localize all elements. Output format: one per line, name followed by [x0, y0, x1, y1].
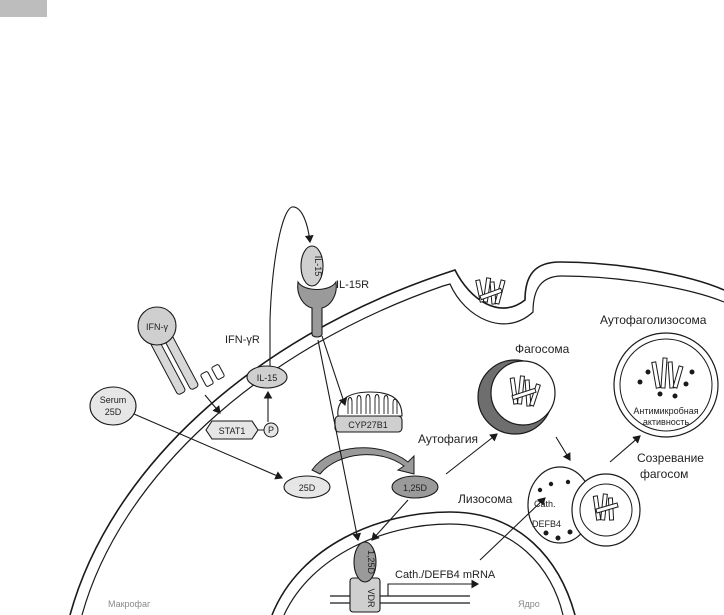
serum-25d-node: Serum 25D [89, 386, 137, 426]
ifn-gamma-receptor [149, 331, 225, 395]
nucleus-membrane-inner [283, 523, 564, 615]
il15-vesicle-label: IL-15 [257, 373, 278, 383]
corner-tab [0, 0, 47, 17]
vdr-ligand: 1,25D [353, 541, 377, 583]
serum-label-line1: Serum [100, 395, 127, 405]
vitamin-d-125d: 1,25D [391, 475, 439, 499]
arrow-il15-secretion [269, 206, 314, 366]
cath-label: Cath. [534, 499, 556, 509]
cell-membrane-inner [81, 275, 724, 615]
vitamin-d-25d: 25D [283, 475, 331, 499]
arrow-receptor-to-stat1 [204, 394, 221, 414]
ifn-gamma-r-label: IFN-γR [225, 334, 260, 346]
autophagolysosome-label: Аутофаголизосома [600, 313, 707, 327]
phagosome [477, 359, 556, 435]
autophagy-label: Аутофагия [418, 432, 478, 446]
cyp27b1-label: CYP27B1 [348, 420, 388, 430]
vdr-label: VDR [366, 588, 376, 608]
arrow-il15r-to-cyp27b1 [321, 335, 348, 407]
il15-receptor [297, 280, 337, 338]
arrow-autophagy-to-phagosome [445, 433, 498, 475]
mrna-label: Cath./DEFB4 mRNA [395, 569, 496, 581]
autophagolysosome: Антимикробная активность [613, 332, 719, 438]
stat1-node: STAT1 P [205, 420, 279, 440]
serum-label-line2: 25D [105, 407, 122, 417]
lysosome-fusion: Cath. DEFB4 [527, 466, 641, 547]
phospho-label: P [268, 425, 274, 435]
stat1-label: STAT1 [219, 426, 246, 436]
nucleus-label: Ядро [518, 599, 540, 609]
phagosome-label: Фагосома [515, 342, 570, 356]
bacteria-invagination [475, 277, 506, 305]
vdr-node: VDR [349, 577, 381, 613]
conversion-arrow [311, 447, 415, 475]
d25-label: 25D [299, 483, 316, 493]
il15-vesicle: IL-15 [246, 365, 288, 389]
vdr-ligand-label: 1,25D [366, 550, 376, 575]
il15r-label: IL-15R [336, 279, 369, 291]
nucleus-membrane-outer [271, 511, 576, 615]
transcription-arrow [387, 579, 480, 596]
arrow-il15r-to-vdr [317, 339, 362, 542]
il15-ligand-label: IL-15 [313, 256, 323, 277]
arrow-125d-to-vdr [371, 499, 409, 541]
defb4-label: DEFB4 [532, 519, 561, 529]
ifn-gamma-label: IFN-γ [146, 322, 168, 332]
antimicrobial-label-line2: активность [643, 417, 690, 427]
il15-ligand: IL-15 [300, 245, 324, 287]
maturation-label-line1: Созревание [637, 451, 704, 465]
cyp27b1-node: CYP27B1 [334, 415, 403, 433]
arrow-maturation-to-autophagolysosome [609, 435, 641, 463]
mitochondrion [337, 391, 403, 417]
macrophage-label: Макрофаг [108, 599, 151, 609]
antimicrobial-label-line1: Антимикробная [633, 406, 698, 416]
maturation-label-line2: фагосом [640, 467, 688, 481]
arrow-serum-to-25d [133, 413, 284, 480]
ifn-gamma-ligand: IFN-γ [137, 306, 177, 346]
d125-label: 1,25D [403, 483, 428, 493]
lysosome-label: Лизосома [458, 492, 513, 506]
arrow-phagosome-to-lysosome [555, 436, 571, 461]
arrow-mrna-to-lysosome [479, 497, 546, 561]
